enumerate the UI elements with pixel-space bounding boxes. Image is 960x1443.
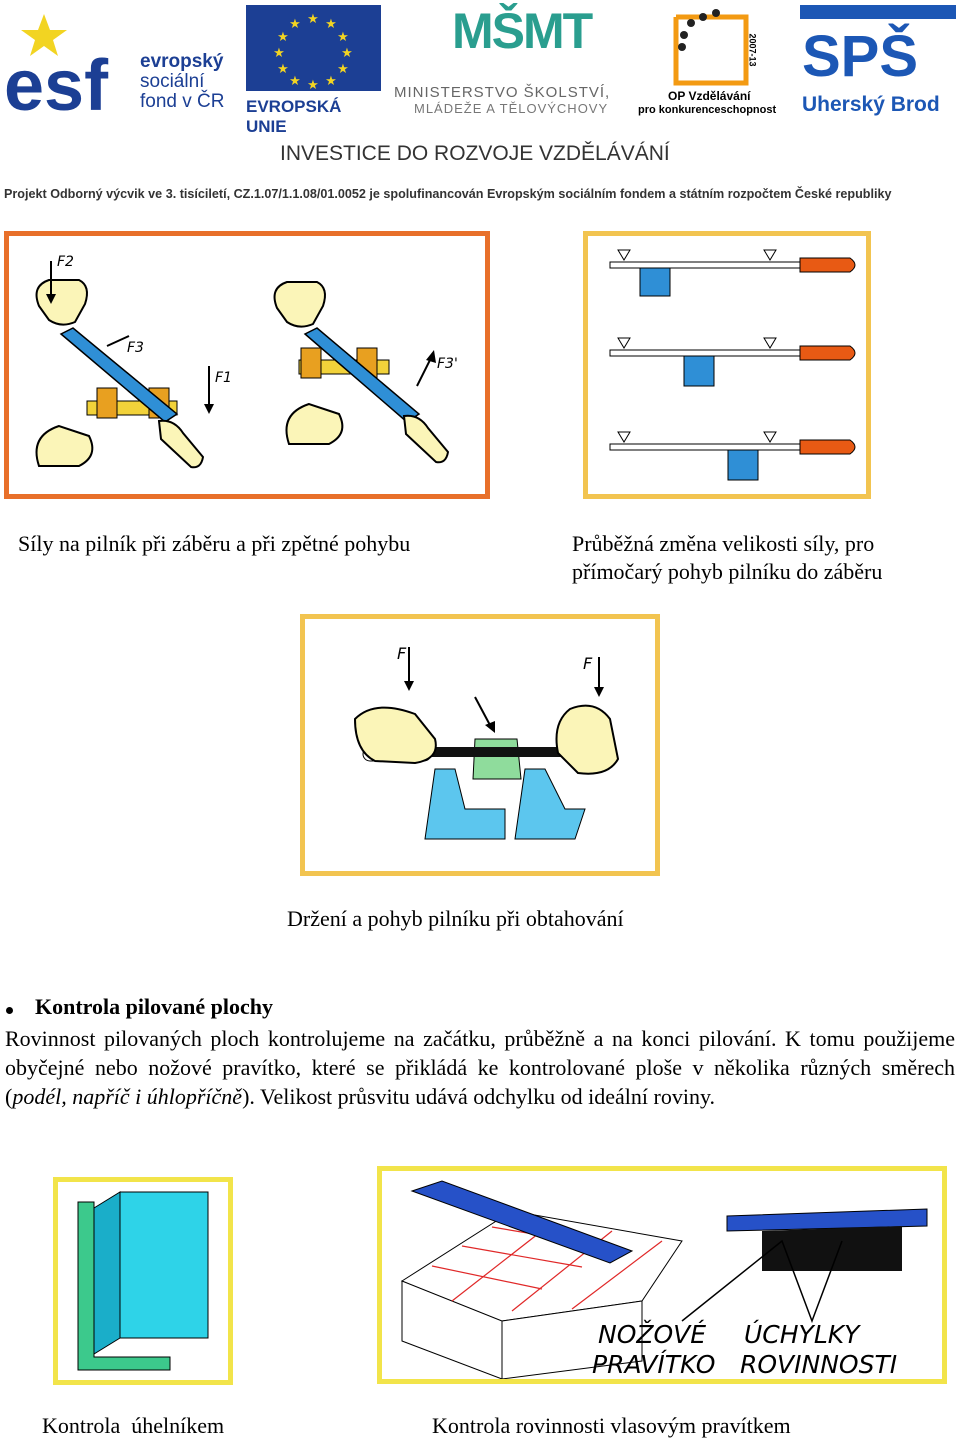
straightedge-caption: Kontrola rovinnosti vlasovým pravítkem — [432, 1413, 791, 1438]
svg-text:★: ★ — [289, 74, 301, 89]
op-line1: OP Vzdělávání — [668, 89, 751, 103]
op-years: 2007-13 — [747, 33, 758, 67]
forces-figure: F2 F3 F1 F3' — [4, 231, 490, 499]
svg-text:★: ★ — [337, 30, 349, 45]
svg-text:esf: esf — [4, 46, 109, 120]
msmt-logo: MŠMT MINISTERSTVO ŠKOLSTVÍ, MLÁDEŽE A TĚ… — [392, 2, 632, 120]
esf-line3: fond v ČR — [140, 91, 225, 112]
file-body — [365, 747, 585, 757]
svg-text:★: ★ — [307, 12, 319, 27]
label-f3-prime: F3' — [437, 356, 458, 372]
section-heading: Kontrola pilované plochy — [35, 994, 273, 1019]
square-figure — [53, 1177, 233, 1385]
section-bullet: Kontrola pilované plochy — [6, 994, 273, 1020]
label-rovinnosti: ROVINNOSTI — [740, 1350, 897, 1379]
holding-figure: F F — [300, 614, 660, 876]
file-row-2 — [609, 337, 856, 387]
eu-stars-icon: ★★★ ★★★ ★★★ ★★★ — [273, 12, 353, 93]
square-caption: Kontrola úhelníkem — [42, 1413, 225, 1438]
msmt-line1: MINISTERSTVO ŠKOLSTVÍ, — [394, 84, 611, 101]
straightedge-figure: NOŽOVÉ PRAVÍTKO ÚCHYLKY ROVINNOSTI — [377, 1166, 947, 1384]
paragraph-part2: ). Velikost průsvitu udává odchylku od i… — [242, 1084, 716, 1109]
forces-caption: Síly na pilník při záběru a při zpětné p… — [18, 531, 411, 556]
label-pravitko: PRAVÍTKO — [592, 1350, 715, 1379]
square-illustration — [77, 1191, 209, 1371]
esf-line1: evropský — [140, 51, 224, 72]
holding-caption: Držení a pohyb pilníku při obtahování — [287, 906, 624, 931]
file-left — [59, 327, 179, 423]
forces-illustration: F2 F3 F1 F3' — [35, 254, 458, 469]
msmt-mark: MŠMT — [452, 3, 593, 59]
force-change-caption-line2: přímočarý pohyb pilníku do záběru — [572, 559, 883, 584]
esf-line2: sociální — [140, 71, 205, 92]
straightedge-illustration: NOŽOVÉ PRAVÍTKO ÚCHYLKY ROVINNOSTI — [400, 1180, 928, 1380]
force-change-caption: Průběžná změna velikosti síly, pro přímo… — [572, 530, 882, 586]
label-f-right: F — [583, 654, 593, 673]
op-logo-graphic — [673, 9, 749, 86]
sps-logo: SPŠ Uherský Brod — [800, 5, 956, 120]
label-f1: F1 — [215, 370, 232, 386]
eu-logo: ★★★ ★★★ ★★★ ★★★ EVROPSKÁ UNIE — [246, 5, 381, 136]
file-row-3 — [609, 431, 856, 481]
file-right — [303, 327, 421, 423]
file-row-1 — [609, 249, 856, 297]
svg-text:★: ★ — [337, 62, 349, 77]
svg-text:★: ★ — [277, 62, 289, 77]
force-change-illustration — [609, 249, 856, 481]
svg-text:★: ★ — [307, 78, 319, 91]
op-logo: 2007-13 OP Vzdělávání pro konkurencescho… — [636, 5, 796, 120]
esf-logo: esf evropský sociální fond v ČR — [0, 0, 240, 126]
paragraph-italic: podél, napříč i úhlopříčně — [12, 1084, 243, 1109]
label-uchylky: ÚCHYLKY — [744, 1319, 861, 1349]
paragraph-part1: Rovinnost pilovaných ploch kontrolujeme … — [5, 1026, 955, 1109]
label-f2: F2 — [57, 254, 74, 270]
svg-text:★: ★ — [341, 46, 353, 61]
force-change-figure — [583, 231, 871, 499]
eu-label: EVROPSKÁ UNIE — [246, 97, 342, 136]
msmt-line2: MLÁDEŽE A TĚLOVÝCHOVY — [414, 101, 609, 116]
bullet-dot — [6, 1006, 13, 1014]
force-change-caption-line1: Průběžná změna velikosti síly, pro — [572, 531, 875, 556]
section-paragraph: Rovinnost pilovaných ploch kontrolujeme … — [5, 1024, 955, 1111]
label-f-left: F — [397, 644, 407, 663]
svg-text:★: ★ — [325, 17, 337, 32]
esf-logo-graphic: esf — [4, 14, 109, 126]
svg-text:★: ★ — [289, 17, 301, 32]
svg-text:★: ★ — [325, 74, 337, 89]
holding-illustration: F F — [353, 644, 620, 840]
sps-mark: SPŠ — [802, 24, 919, 89]
op-line2: pro konkurenceschopnost — [638, 104, 777, 116]
eu-flag: ★★★ ★★★ ★★★ ★★★ — [246, 5, 381, 93]
investice-title: INVESTICE DO ROZVOJE VZDĚLÁVÁNÍ — [280, 142, 670, 165]
svg-text:★: ★ — [277, 30, 289, 45]
project-line: Projekt Odborný výcvik ve 3. tisíciletí,… — [4, 187, 892, 201]
sps-city: Uherský Brod — [802, 93, 940, 116]
svg-text:★: ★ — [273, 46, 285, 61]
label-nozove: NOŽOVÉ — [598, 1320, 706, 1349]
label-f3: F3 — [127, 340, 144, 356]
